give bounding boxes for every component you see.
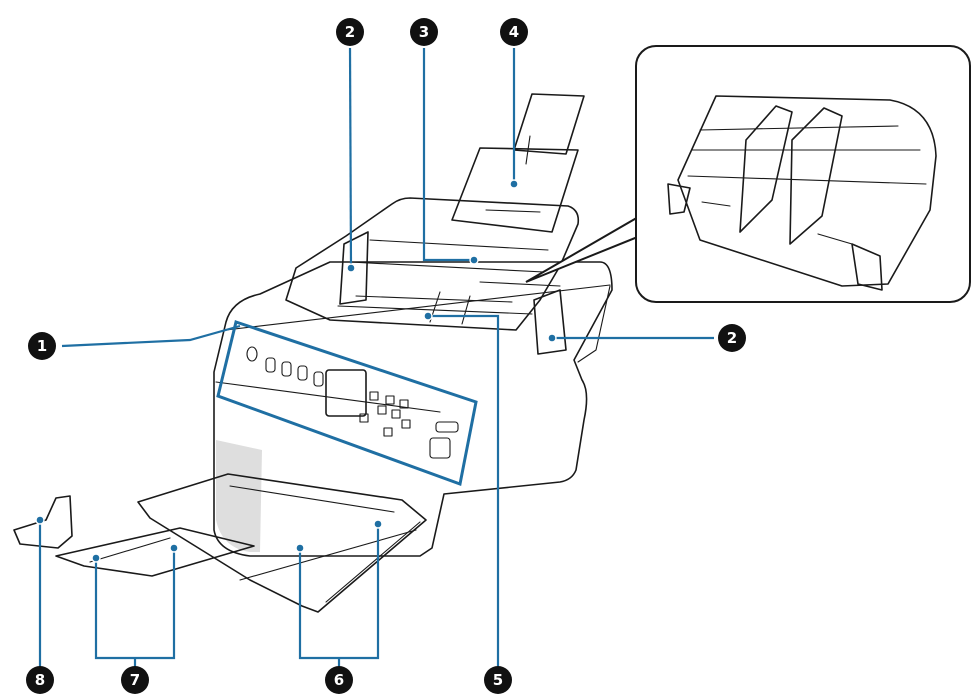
callout-3: 3 bbox=[410, 18, 438, 46]
leader-7 bbox=[94, 548, 176, 660]
scanner-body bbox=[213, 261, 613, 557]
callout-4: 4 bbox=[500, 18, 528, 46]
stopper bbox=[13, 495, 73, 549]
leader-5 bbox=[428, 314, 500, 688]
callouts: 1 2 2 3 4 5 6 7 bbox=[26, 18, 746, 694]
output-tray bbox=[137, 473, 427, 613]
scanner-illustration bbox=[13, 93, 613, 613]
svg-text:2: 2 bbox=[345, 23, 355, 41]
edge-guide-right bbox=[533, 289, 567, 355]
svg-text:1: 1 bbox=[37, 337, 47, 355]
control-panel-buttons bbox=[246, 346, 459, 459]
callout-2-left: 2 bbox=[336, 18, 364, 46]
svg-text:4: 4 bbox=[509, 23, 519, 41]
output-tray-extension bbox=[55, 527, 255, 577]
leader-lines bbox=[35, 47, 714, 688]
svg-text:3: 3 bbox=[419, 23, 429, 41]
edge-guide-left bbox=[339, 231, 369, 305]
svg-text:5: 5 bbox=[493, 671, 503, 689]
input-chute bbox=[285, 197, 580, 331]
callout-8: 8 bbox=[26, 666, 54, 694]
callout-6: 6 bbox=[325, 666, 353, 694]
svg-text:2: 2 bbox=[727, 329, 737, 347]
svg-text:8: 8 bbox=[35, 671, 45, 689]
inset-pointer bbox=[525, 214, 641, 283]
leader-3 bbox=[422, 48, 474, 262]
leader-1 bbox=[61, 324, 241, 348]
svg-text:7: 7 bbox=[130, 671, 140, 689]
callout-1: 1 bbox=[28, 332, 56, 360]
callout-2-right: 2 bbox=[718, 324, 746, 352]
input-tray-extension bbox=[451, 147, 579, 233]
inset-frame bbox=[635, 45, 971, 303]
leader-2a bbox=[348, 47, 353, 269]
inset-detail bbox=[525, 45, 971, 303]
callout-7: 7 bbox=[121, 666, 149, 694]
control-panel-highlight bbox=[216, 320, 478, 487]
svg-text:6: 6 bbox=[334, 671, 344, 689]
callout-5: 5 bbox=[484, 666, 512, 694]
